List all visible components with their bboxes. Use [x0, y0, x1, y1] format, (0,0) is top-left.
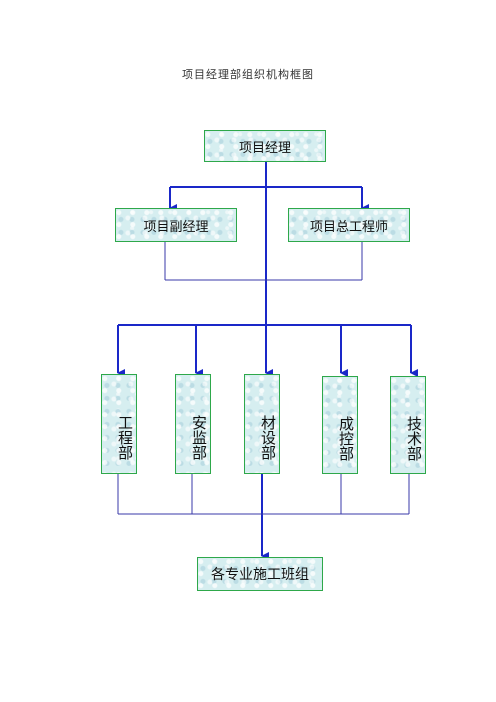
- work-teams-label: 各专业施工班组: [211, 567, 309, 583]
- cost-control-dept-box: 成控部: [322, 376, 358, 474]
- project-manager-label: 项目经理: [238, 140, 291, 156]
- safety-dept-label: 安监部: [190, 414, 208, 460]
- technical-dept-box: 技术部: [390, 376, 426, 474]
- materials-dept-box: 材设部: [244, 374, 280, 474]
- page-title: 项目经理部组织机构框图: [182, 68, 314, 81]
- cost-control-dept-label: 成控部: [337, 415, 355, 461]
- technical-dept-label: 技术部: [405, 415, 423, 461]
- arrow-connectors: [117, 162, 418, 560]
- chief-engineer-label: 项目总工程师: [309, 219, 388, 235]
- materials-dept-label: 材设部: [259, 414, 277, 460]
- engineering-dept-box: 工程部: [101, 374, 137, 474]
- deputy-manager-label: 项目副经理: [143, 219, 209, 235]
- deputy-manager-box: 项目副经理: [115, 208, 237, 242]
- chief-engineer-box: 项目总工程师: [288, 208, 410, 242]
- project-manager-box: 项目经理: [204, 130, 326, 162]
- work-teams-box: 各专业施工班组: [197, 557, 323, 591]
- engineering-dept-label: 工程部: [116, 414, 134, 460]
- safety-dept-box: 安监部: [175, 374, 211, 474]
- plain-connectors: [117, 242, 410, 515]
